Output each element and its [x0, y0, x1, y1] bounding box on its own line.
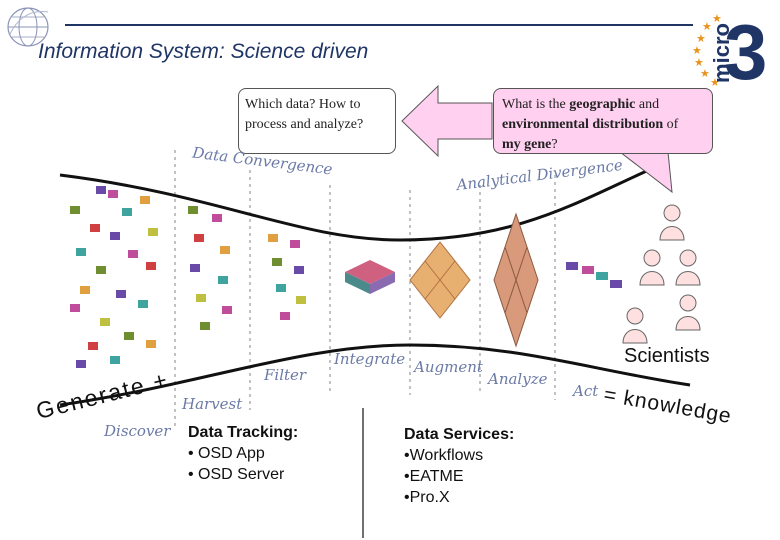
- label-discover: Discover: [104, 422, 171, 440]
- data-services-section: Data Services: •Workflows •EATME •Pro.X: [404, 424, 514, 508]
- harvested-pieces: [188, 206, 232, 330]
- augmented-diamond: [409, 241, 471, 319]
- eu-stars-icon: ★ ★ ★ ★ ★ ★ ★: [692, 13, 722, 89]
- label-analyze: Analyze: [488, 370, 548, 388]
- svg-text:★: ★: [710, 77, 720, 89]
- svg-text:★: ★: [700, 68, 710, 80]
- data-tracking-item: • OSD App: [188, 445, 265, 462]
- data-tracking-item: • OSD Server: [188, 466, 285, 483]
- page-title: Information System: Science driven: [38, 40, 369, 63]
- act-pieces: [566, 262, 622, 288]
- logo-number: 3: [724, 8, 768, 96]
- funnel-bottom-curve: [59, 343, 691, 407]
- svg-text:★: ★: [712, 13, 722, 25]
- callout-tail: [618, 151, 673, 194]
- callout-left-line2: process and analyze?: [245, 117, 364, 132]
- data-services-item: •EATME: [404, 468, 464, 485]
- label-filter: Filter: [264, 366, 307, 384]
- funnel-top-curve: [59, 163, 661, 242]
- globe-logo-icon: [7, 7, 49, 47]
- scientists-figures: [622, 204, 701, 344]
- callout-left-line1: Which data? How to: [245, 97, 361, 112]
- header-rule: [65, 24, 693, 26]
- filtered-pieces: [268, 234, 306, 320]
- raw-data-pieces: [70, 186, 158, 368]
- callout-right-line1: What is the geographic and: [502, 97, 660, 112]
- svg-text:★: ★: [692, 45, 702, 57]
- data-tracking-section: Data Tracking: • OSD App • OSD Server: [188, 422, 298, 485]
- svg-text:★: ★: [694, 57, 704, 69]
- data-services-header: Data Services:: [404, 426, 515, 443]
- label-harvest: Harvest: [182, 395, 243, 413]
- analyzed-column: [493, 212, 539, 348]
- label-augment: Augment: [414, 358, 483, 376]
- micro3-logo: ★ ★ ★ ★ ★ ★ ★ micro 3: [688, 8, 774, 96]
- callout-right-line3: my gene?: [502, 137, 558, 152]
- scientists-label: Scientists: [624, 345, 710, 367]
- label-act: Act: [573, 382, 599, 400]
- integrated-cube: [345, 260, 395, 294]
- question-callout: Which data? How to process and analyze?: [238, 88, 396, 154]
- callout-right-line2: environmental distribution of: [502, 117, 679, 132]
- label-integrate: Integrate: [334, 350, 406, 368]
- svg-text:★: ★: [696, 33, 706, 45]
- svg-text:★: ★: [702, 21, 712, 33]
- gene-question-callout: What is the geographic and environmental…: [493, 88, 713, 154]
- left-arrow-icon: [401, 84, 493, 158]
- data-services-item: •Workflows: [404, 447, 484, 464]
- data-services-item: •Pro.X: [404, 489, 450, 506]
- data-tracking-header: Data Tracking:: [188, 424, 299, 441]
